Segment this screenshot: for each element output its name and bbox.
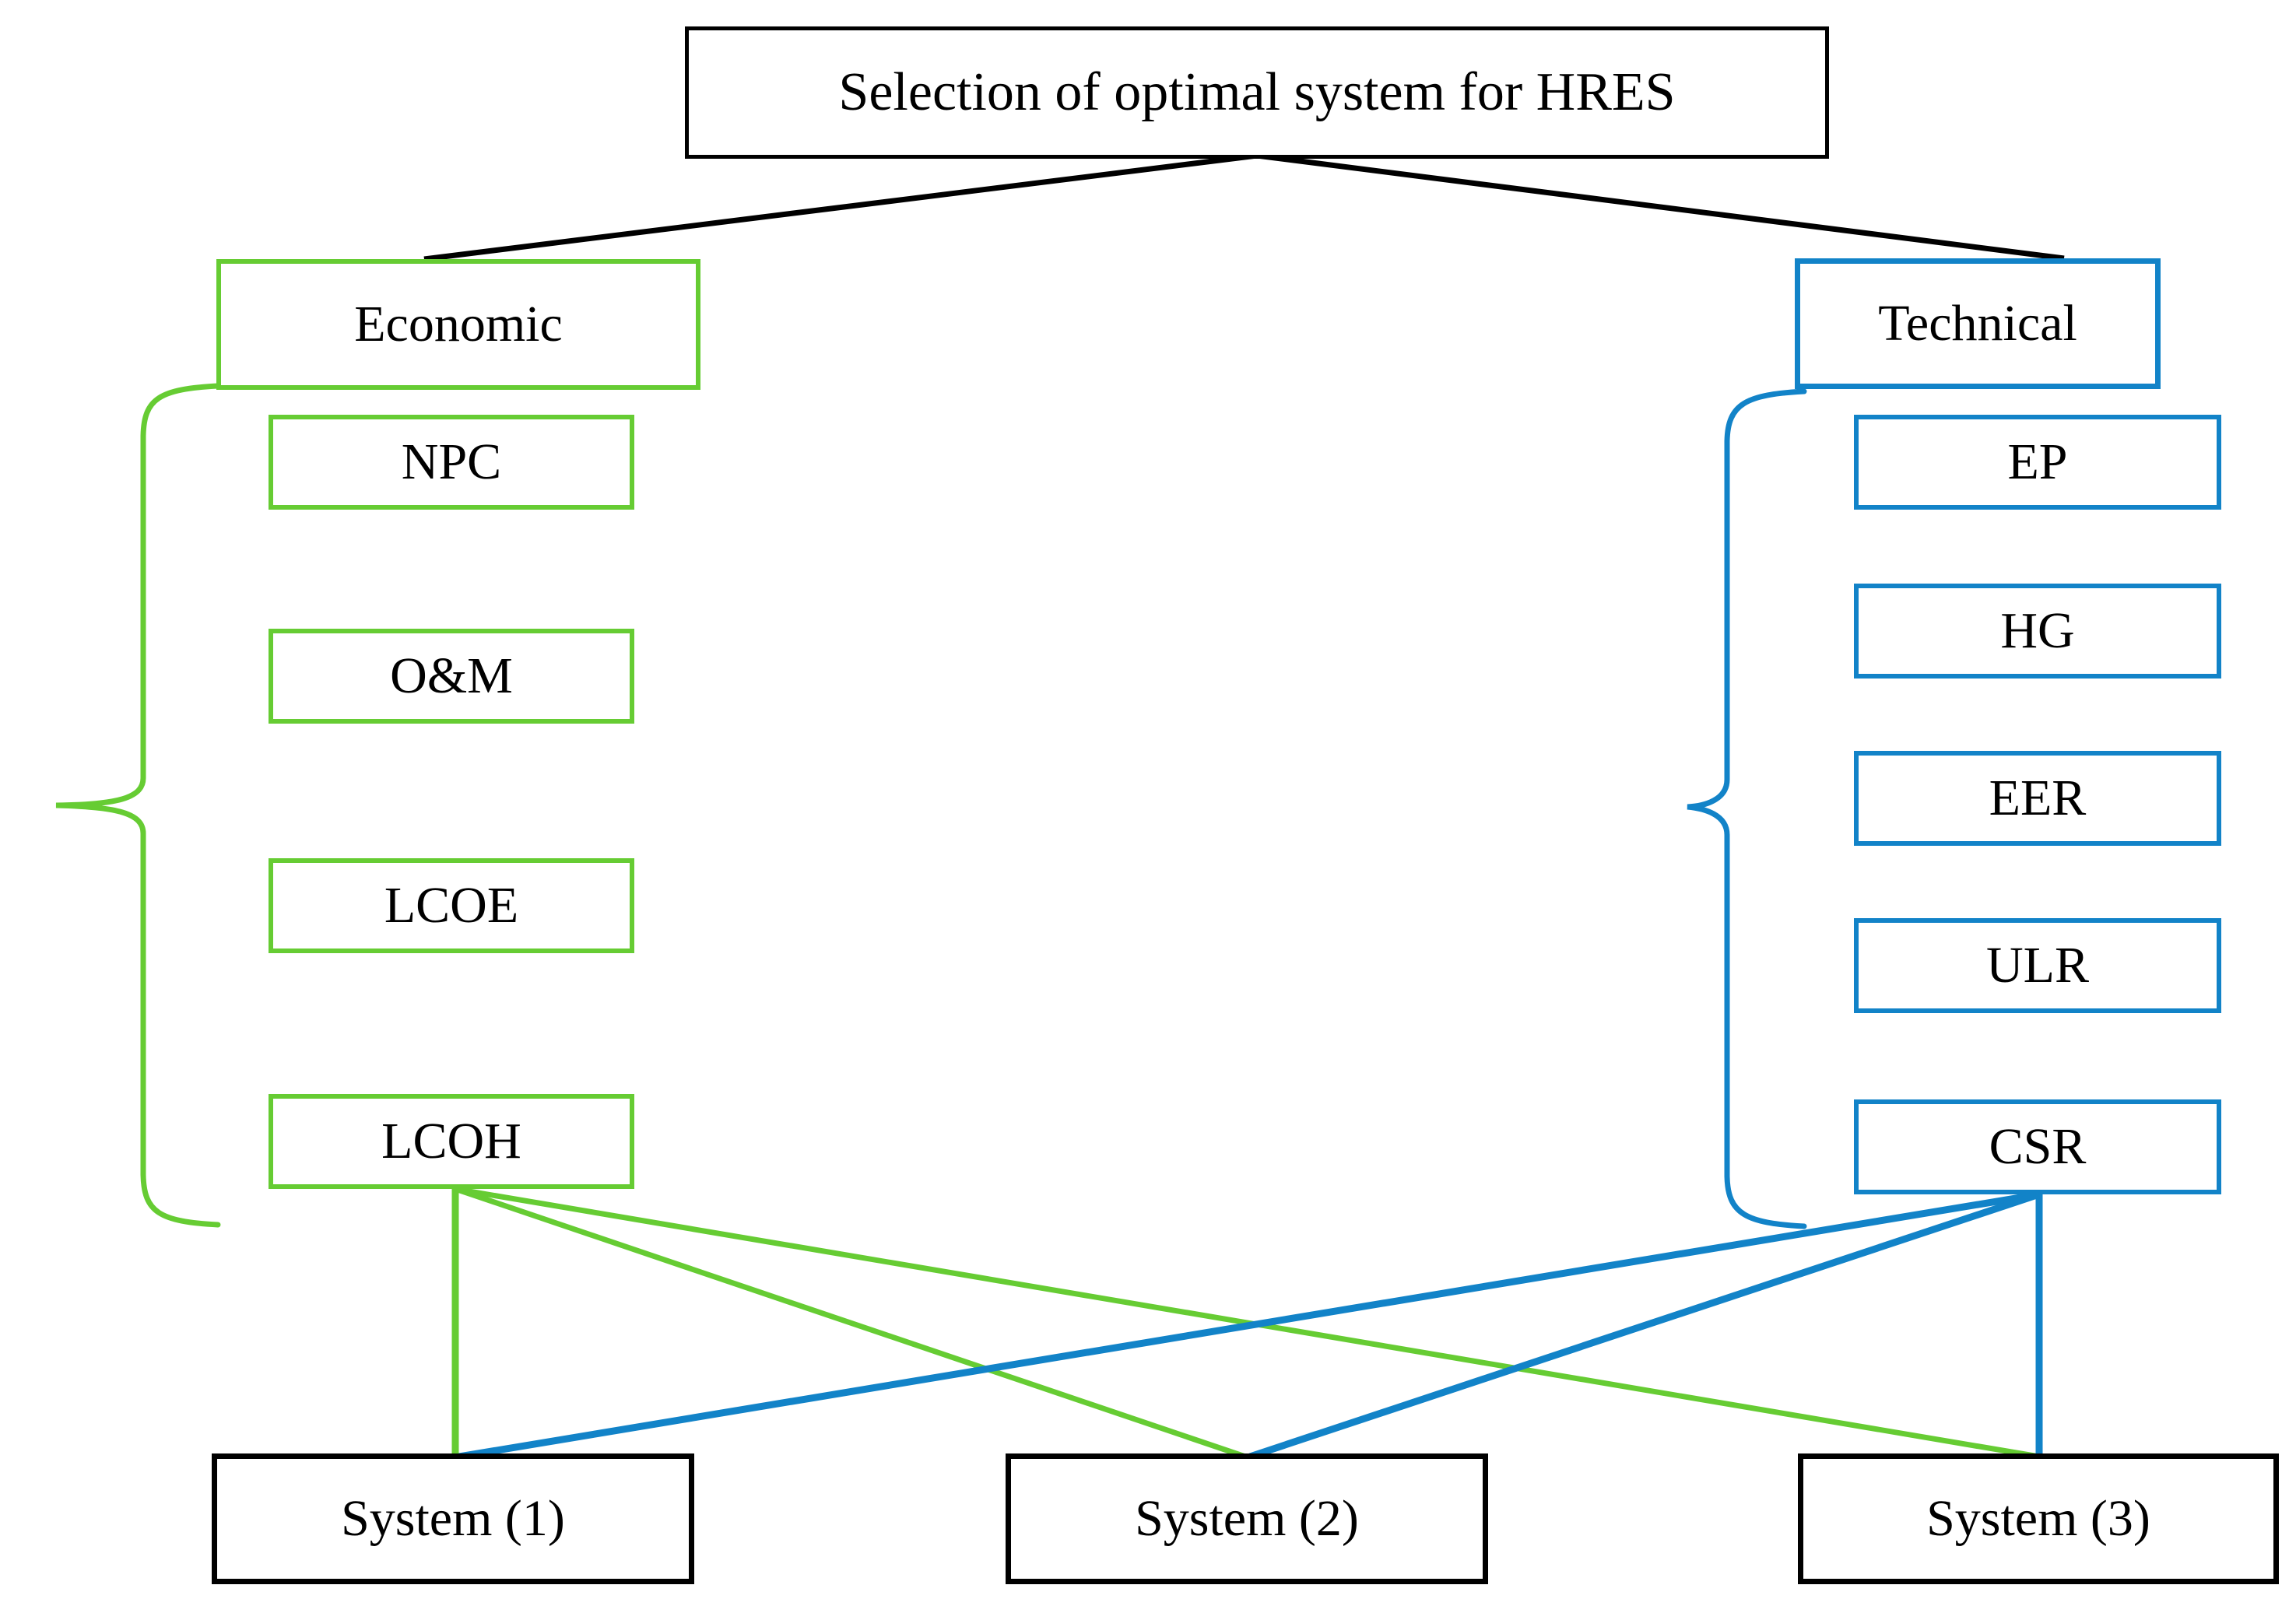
branch-node-technical-label: Technical bbox=[1878, 295, 2077, 352]
branch-node-economic-label: Economic bbox=[354, 296, 563, 353]
criterion-node-lcoe: LCOE bbox=[269, 858, 634, 953]
link-lcoh-to-system2 bbox=[454, 1186, 1247, 1460]
alternative-node-system2: System (2) bbox=[1006, 1453, 1488, 1584]
technical-brace bbox=[1687, 388, 1807, 1229]
criterion-node-om: O&M bbox=[269, 629, 634, 724]
alternative-node-system3-label: System (3) bbox=[1926, 1490, 2150, 1548]
criterion-node-lcoe-label: LCOE bbox=[384, 877, 519, 934]
criterion-node-npc-label: NPC bbox=[401, 433, 502, 491]
alternative-node-system3: System (3) bbox=[1798, 1453, 2279, 1584]
criterion-node-eer: EER bbox=[1854, 751, 2221, 846]
criterion-node-ep-label: EP bbox=[2007, 433, 2068, 491]
criterion-node-ep: EP bbox=[1854, 415, 2221, 510]
criterion-node-hg-label: HG bbox=[2000, 602, 2075, 660]
criterion-node-lcoh-label: LCOH bbox=[381, 1113, 521, 1170]
branch-node-economic: Economic bbox=[216, 259, 700, 390]
economic-brace bbox=[55, 383, 221, 1228]
criterion-node-npc: NPC bbox=[269, 415, 634, 510]
root-branch-links bbox=[423, 153, 2065, 262]
alternative-node-system1-label: System (1) bbox=[341, 1490, 565, 1548]
criterion-node-csr-label: CSR bbox=[1989, 1118, 2087, 1176]
technical-alternative-links bbox=[458, 1190, 2043, 1460]
link-csr-to-system1 bbox=[458, 1190, 2040, 1460]
criterion-node-ulr: ULR bbox=[1854, 918, 2221, 1013]
goal-node-label: Selection of optimal system for HRES bbox=[838, 62, 1676, 123]
criterion-node-csr: CSR bbox=[1854, 1099, 2221, 1194]
alternative-node-system1: System (1) bbox=[212, 1453, 694, 1584]
goal-node: Selection of optimal system for HRES bbox=[685, 26, 1829, 159]
link-root-to-economic bbox=[423, 153, 1258, 262]
criterion-node-ulr-label: ULR bbox=[1986, 937, 2089, 994]
link-root-to-technical bbox=[1256, 153, 2065, 261]
criterion-node-hg: HG bbox=[1854, 584, 2221, 679]
alternative-node-system2-label: System (2) bbox=[1135, 1490, 1359, 1548]
criterion-node-lcoh: LCOH bbox=[269, 1094, 634, 1189]
link-csr-to-system2 bbox=[1248, 1190, 2041, 1460]
criterion-node-eer-label: EER bbox=[1989, 770, 2087, 827]
branch-node-technical: Technical bbox=[1795, 258, 2161, 389]
criterion-node-om-label: O&M bbox=[390, 647, 513, 705]
